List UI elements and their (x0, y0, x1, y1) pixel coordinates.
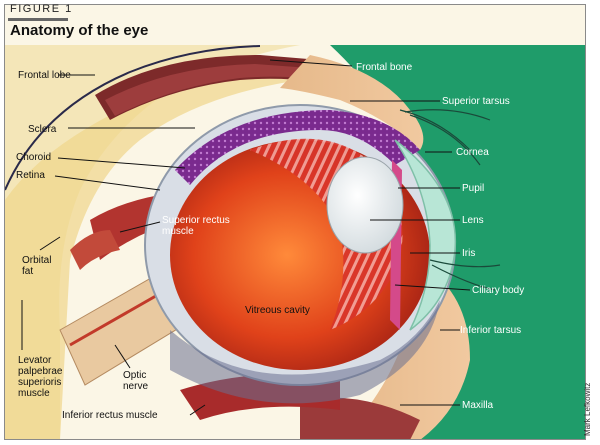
label-frontal-bone: Frontal bone (356, 62, 413, 73)
frontal-bone-texture (105, 64, 340, 116)
leader-optic-nerve (114, 344, 131, 369)
figure-title: Anatomy of the eye (10, 22, 149, 39)
figure-label: FIGURE 1 (10, 3, 73, 15)
leader-frontal-bone (269, 59, 353, 67)
label-optic-nerve: Optic nerve (123, 370, 149, 392)
label-choroid: Choroid (16, 152, 52, 163)
label-sclera: Sclera (28, 124, 57, 135)
figure-label-rule (8, 18, 68, 21)
label-inferior-tarsus: Inferior tarsus (460, 325, 522, 336)
label-levator: Levator palpebrae superioris muscle (18, 355, 63, 399)
leader-choroid (57, 157, 186, 169)
upper-eyelid-skin (280, 55, 424, 150)
leader-retina (54, 175, 161, 191)
leader-orbital-fat (39, 236, 61, 251)
label-orbital-fat: Orbital fat (22, 255, 52, 277)
green-background (330, 45, 585, 439)
leader-superior-rectus (119, 221, 161, 233)
label-inferior-rectus-muscle: Inferior rectus muscle (62, 410, 158, 421)
label-superior-tarsus: Superior tarsus (442, 96, 510, 107)
label-ciliary-body: Ciliary body (472, 285, 525, 296)
leader-ciliary-body (394, 284, 471, 291)
cornea-shape (394, 139, 457, 331)
levator-shape (70, 230, 120, 270)
label-vitreous-cavity: Vitreous cavity (245, 305, 310, 316)
choroid-layer (175, 110, 420, 185)
label-maxilla: Maxilla (462, 400, 494, 411)
lens-shape (326, 156, 404, 254)
leader-lines (21, 59, 471, 416)
illustrator-credit: Mark Lefkowitz (583, 382, 592, 436)
label-superior-rectus-muscle: Superior rectus muscle (162, 215, 230, 237)
orbital-fat-band (5, 70, 300, 439)
skull-outline (5, 45, 261, 191)
lower-lashes (429, 259, 501, 291)
label-retina: Retina (16, 170, 45, 181)
label-lens: Lens (462, 215, 484, 226)
label-pupil: Pupil (462, 183, 485, 194)
upper-lashes (399, 109, 491, 166)
leader-inferior-rectus (189, 404, 206, 416)
label-cornea: Cornea (456, 147, 489, 158)
label-frontal-lobe: Frontal lobe (18, 70, 71, 81)
label-iris: Iris (462, 248, 476, 259)
lower-orbit-shadow (170, 300, 440, 404)
